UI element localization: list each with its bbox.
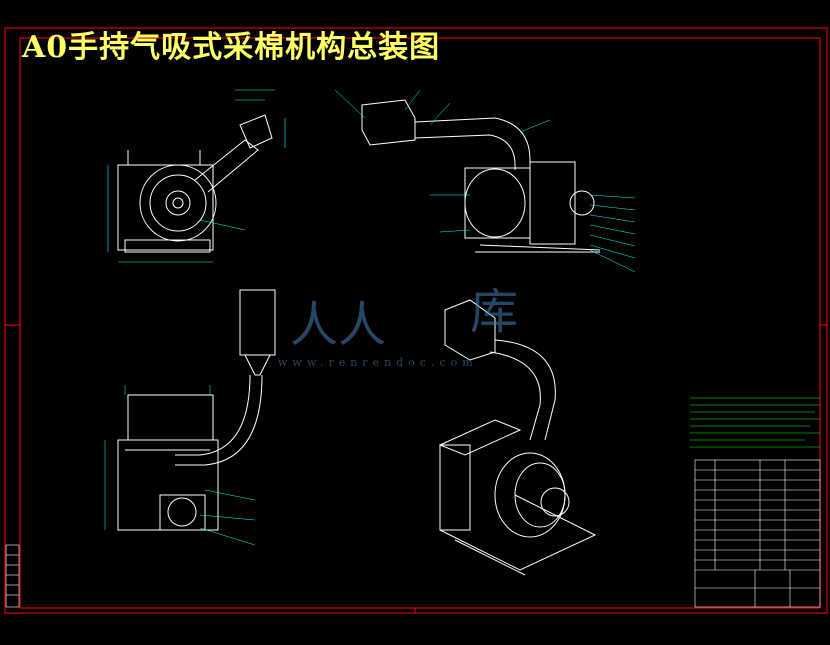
technical-notes: [690, 397, 820, 448]
watermark-url: www.renrendoc.com: [278, 356, 478, 369]
watermark-right-text: 库: [470, 284, 519, 340]
view-isometric: [438, 299, 597, 576]
left-margin-table: [5, 544, 20, 608]
view-top-dimensions: [104, 385, 256, 546]
view-side-elevation: [117, 114, 273, 253]
title-block-table: [694, 459, 821, 608]
view-front-elevation: [361, 99, 601, 253]
drawing-title: A0手持气吸式采棉机构总装图: [22, 30, 441, 65]
view-front-leaders: [334, 89, 636, 273]
drawing-frame: [4, 27, 828, 614]
watermark-left-text: 人人: [290, 297, 387, 353]
view-side-dimensions: [107, 89, 286, 263]
view-top-plan: [117, 289, 276, 531]
